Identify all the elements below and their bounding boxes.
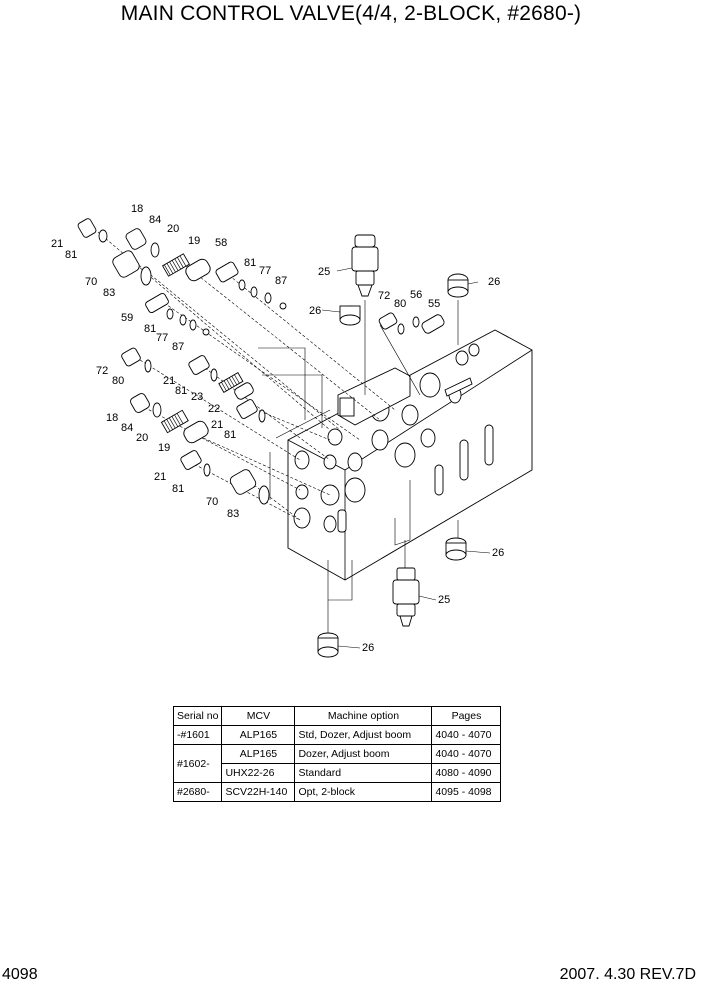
callout-81-top: 81 [65, 249, 77, 261]
page-number: 4098 [2, 966, 38, 983]
callout-21-bottom: 21 [154, 471, 166, 483]
cell-pages: 4040 - 4070 [431, 725, 502, 745]
callout-21-mid: 21 [163, 375, 175, 387]
callout-26-mid: 26 [309, 305, 321, 317]
revision-date: 2007. 4.30 REV.7D [559, 966, 696, 983]
callout-77-a: 77 [259, 265, 271, 277]
callout-19-low: 19 [158, 442, 170, 454]
table-row: UHX22-26 Standard 4080 - 4090 [174, 763, 502, 783]
cell-option: Standard [294, 763, 433, 783]
callout-59: 59 [121, 312, 133, 324]
cell-mcv: UHX22-26 [221, 763, 296, 783]
table-row: #2680- SCV22H-140 Opt, 2-block 4095 - 40… [172, 782, 502, 802]
cell-pages: 4095 - 4098 [431, 782, 502, 802]
callout-87-a: 87 [275, 275, 287, 287]
callout-55: 55 [428, 298, 440, 310]
callout-80-right: 80 [394, 298, 406, 310]
callout-leaders [321, 267, 491, 649]
callout-19-top: 19 [188, 235, 200, 247]
callout-81-low: 81 [224, 429, 236, 441]
serial-reference-table: Serial no MCV Machine option Pages -#160… [172, 706, 502, 802]
cell-pages: 4080 - 4090 [431, 763, 502, 783]
cell-pages: 4040 - 4070 [431, 744, 502, 764]
header-option: Machine option [294, 706, 433, 726]
callout-labels: 18 84 20 19 58 81 77 87 21 81 70 83 25 7… [51, 203, 504, 654]
callout-18-top: 18 [131, 203, 143, 215]
cell-serial: #2680- [172, 782, 223, 802]
callout-25-top: 25 [318, 266, 330, 278]
cell-option: Std, Dozer, Adjust boom [294, 725, 433, 745]
table-row: -#1601 ALP165 Std, Dozer, Adjust boom 40… [172, 725, 502, 745]
callout-25-bottom: 25 [438, 594, 450, 606]
callout-77-b: 77 [156, 332, 168, 344]
cell-option: Opt, 2-block [294, 782, 433, 802]
cell-serial: #1602- [172, 744, 223, 783]
callout-26-bottom: 26 [362, 642, 374, 654]
callout-56: 56 [410, 289, 422, 301]
callout-58: 58 [215, 237, 227, 249]
callout-26-topright: 26 [488, 276, 500, 288]
callout-83-top: 83 [103, 287, 115, 299]
callout-21-top: 21 [51, 238, 63, 250]
callout-70-bottom: 70 [206, 496, 218, 508]
callout-20-top: 20 [167, 223, 179, 235]
part-plugs [77, 218, 287, 505]
callout-84-top: 84 [149, 214, 161, 226]
callout-20-low: 20 [136, 432, 148, 444]
callout-22: 22 [208, 403, 220, 415]
cell-mcv: ALP165 [221, 725, 296, 745]
callout-72-right: 72 [378, 290, 390, 302]
part-relief-valves [317, 234, 469, 658]
callout-18-low: 18 [106, 412, 118, 424]
callout-84-low: 84 [121, 422, 133, 434]
callout-81-a: 81 [244, 257, 256, 269]
valve-body [287, 329, 533, 581]
page-title: MAIN CONTROL VALVE(4/4, 2-BLOCK, #2680-) [120, 2, 582, 25]
table-row: #1602- ALP165 Dozer, Adjust boom 4040 - … [172, 744, 502, 783]
header-serial: Serial no [172, 706, 223, 726]
cell-option: Dozer, Adjust boom [294, 744, 433, 764]
cell-mcv: ALP165 [221, 744, 296, 764]
header-pages: Pages [431, 706, 502, 726]
callout-72-left: 72 [96, 365, 108, 377]
callout-81-mid: 81 [175, 385, 187, 397]
callout-21-low: 21 [211, 419, 223, 431]
cell-serial: -#1601 [172, 725, 223, 745]
callout-70-top: 70 [85, 276, 97, 288]
callout-23: 23 [191, 391, 203, 403]
callout-80-left: 80 [112, 375, 124, 387]
header-mcv: MCV [221, 706, 296, 726]
callout-83-bottom: 83 [227, 508, 239, 520]
callout-81-bottom: 81 [172, 483, 184, 495]
cell-mcv: SCV22H-140 [221, 782, 296, 802]
callout-26-lowright: 26 [492, 547, 504, 559]
table-header-row: Serial no MCV Machine option Pages [172, 706, 502, 726]
callout-87-b: 87 [172, 341, 184, 353]
callout-81-b: 81 [144, 323, 156, 335]
